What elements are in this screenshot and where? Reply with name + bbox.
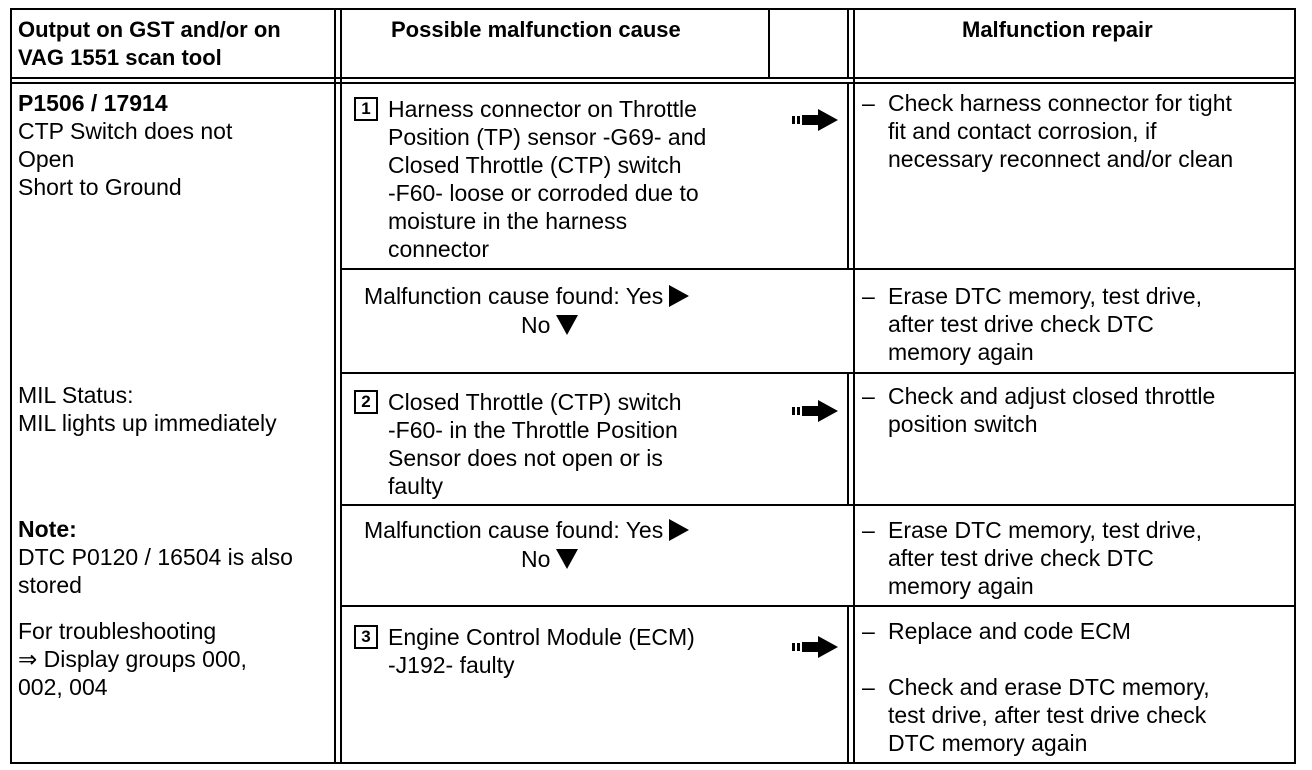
- row1-repair-1: –Check harness connector for tight: [862, 90, 1232, 116]
- col-sep-row3: [847, 606, 849, 764]
- troubleshooting-line-3: 002, 004: [18, 674, 108, 700]
- found2-repair-3: memory again: [888, 573, 1034, 599]
- note-line-2: stored: [18, 572, 82, 598]
- col-sep-2a: [847, 8, 849, 78]
- found1-yes: Malfunction cause found: Yes: [364, 282, 690, 310]
- triangle-down-icon: [556, 314, 579, 335]
- troubleshooting-link[interactable]: ⇒ Display groups 000,: [18, 646, 247, 672]
- row2-cause-3: Sensor does not open or is: [388, 445, 663, 471]
- row1-repair-3: necessary reconnect and/or clean: [888, 146, 1234, 172]
- row1-cause-2: Position (TP) sensor -G69- and: [388, 124, 707, 150]
- row1-cause-6: connector: [388, 236, 490, 262]
- col-sep-1a: [334, 8, 336, 764]
- row2-cause-2: -F60- in the Throttle Position: [388, 417, 678, 443]
- row3-repair-b2: test drive, after test drive check: [888, 702, 1207, 728]
- right-arrow-icon: [792, 109, 838, 131]
- header-output-line1: Output on GST and/or on: [18, 17, 281, 42]
- table-border-right: [1294, 8, 1296, 764]
- found2-no: No: [521, 545, 579, 573]
- found1-repair-1: –Erase DTC memory, test drive,: [862, 283, 1202, 309]
- table-border-bottom: [10, 762, 1296, 764]
- troubleshooting-line-1: For troubleshooting: [18, 618, 217, 644]
- row3-repair-a: –Replace and code ECM: [862, 618, 1131, 644]
- dtc-desc-1: CTP Switch does not: [18, 118, 233, 144]
- step-number-2: 2: [354, 389, 378, 414]
- right-arrow-icon: [792, 400, 838, 422]
- note-line-1: DTC P0120 / 16504 is also: [18, 544, 293, 570]
- found1-repair-3: memory again: [888, 339, 1034, 365]
- table-border-left: [10, 8, 12, 764]
- row1-cause-4: -F60- loose or corroded due to: [388, 180, 699, 206]
- col-sep-arrow-hdr: [768, 8, 770, 78]
- row3-repair-b1: –Check and erase DTC memory,: [862, 674, 1210, 700]
- mil-status-value: MIL lights up immediately: [18, 410, 277, 436]
- row1-cause-3: Closed Throttle (CTP) switch: [388, 152, 682, 178]
- row2-repair-1: –Check and adjust closed throttle: [862, 383, 1216, 409]
- dtc-desc-2: Open: [18, 146, 75, 172]
- col-sep-2b: [853, 8, 855, 764]
- row1-repair-2: fit and contact corrosion, if: [888, 118, 1157, 144]
- row-line-3: [341, 504, 1296, 506]
- row1-cause-5: moisture in the harness: [388, 208, 628, 234]
- found2-yes: Malfunction cause found: Yes: [364, 516, 690, 544]
- right-arrow-icon: [792, 636, 838, 658]
- step-number-3: 3: [354, 624, 378, 649]
- row2-repair-2: position switch: [888, 411, 1038, 437]
- row-line-1: [341, 268, 1296, 270]
- header-divider: [10, 77, 1296, 79]
- found2-repair-1: –Erase DTC memory, test drive,: [862, 517, 1202, 543]
- triangle-right-icon: [669, 518, 690, 541]
- header-output-line2: VAG 1551 scan tool: [18, 45, 222, 70]
- col-sep-row1: [847, 83, 849, 269]
- row3-cause-2: -J192- faulty: [388, 652, 515, 678]
- col-sep-1b: [340, 8, 342, 764]
- step-number-1: 1: [354, 96, 378, 121]
- triangle-right-icon: [669, 284, 690, 307]
- row-line-2: [341, 372, 1296, 374]
- header-repair: Malfunction repair: [962, 17, 1153, 42]
- triangle-down-icon: [556, 548, 579, 569]
- found1-no: No: [521, 311, 579, 339]
- table-border-top: [10, 8, 1296, 10]
- row2-cause-4: faulty: [388, 473, 443, 499]
- note-label: Note:: [18, 516, 77, 542]
- dtc-desc-3: Short to Ground: [18, 174, 182, 200]
- found1-repair-2: after test drive check DTC: [888, 311, 1154, 337]
- header-divider-2: [10, 82, 1296, 84]
- col-sep-row2: [847, 373, 849, 505]
- found2-repair-2: after test drive check DTC: [888, 545, 1154, 571]
- row3-repair-b3: DTC memory again: [888, 730, 1088, 756]
- row-line-4: [341, 605, 1296, 607]
- header-cause: Possible malfunction cause: [391, 17, 681, 42]
- dtc-code: P1506 / 17914: [18, 90, 168, 116]
- mil-status-label: MIL Status:: [18, 382, 134, 408]
